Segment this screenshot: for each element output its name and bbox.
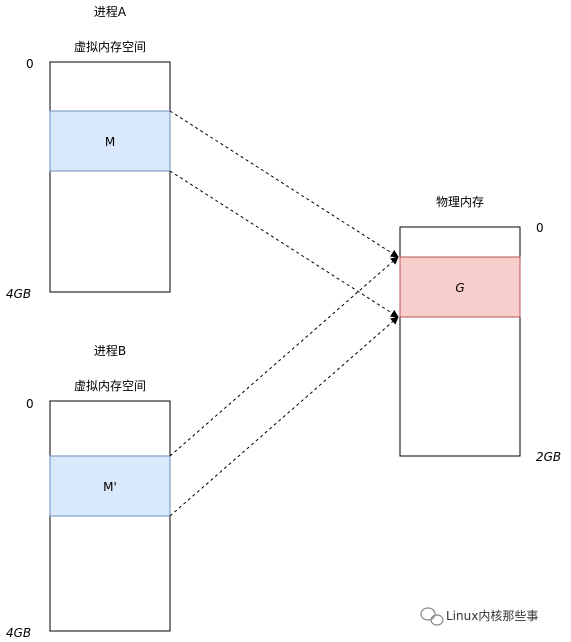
arrow-m-top-to-g-top [169, 110, 399, 258]
arrow-m-bottom-to-g-bottom [169, 170, 399, 318]
watermark-text: Linux内核那些事 [446, 609, 538, 623]
process-b-start-label: 0 [26, 397, 34, 411]
wechat-icon [420, 607, 444, 626]
physical-memory-title: 物理内存 [436, 195, 484, 209]
mapping-arrows [169, 110, 399, 517]
process-a: 进程A 虚拟内存空间 0 4GB M [6, 4, 171, 301]
process-a-end-label: 4GB [6, 287, 31, 301]
process-b-region-m-prime [49, 455, 171, 517]
process-b: 进程B 虚拟内存空间 0 4GB M' [6, 343, 171, 640]
process-a-start-label: 0 [26, 57, 34, 71]
process-b-title: 进程B [94, 343, 126, 358]
process-a-region-label: M [105, 135, 115, 149]
process-a-title: 进程A [94, 4, 127, 19]
watermark: Linux内核那些事 [420, 607, 538, 626]
physical-memory-end-label: 2GB [536, 450, 561, 464]
process-a-region-m [49, 110, 171, 172]
physical-region-g [399, 256, 521, 318]
physical-region-label: G [455, 281, 464, 295]
process-b-region-label: M' [103, 480, 117, 494]
arrow-m-prime-top-to-g-top [169, 256, 399, 457]
process-a-virtual-space-box [49, 61, 171, 293]
process-b-end-label: 4GB [6, 626, 31, 640]
process-b-space-label: 虚拟内存空间 [74, 379, 146, 393]
physical-memory-start-label: 0 [536, 221, 544, 235]
process-a-space-label: 虚拟内存空间 [74, 40, 146, 54]
arrow-m-prime-bottom-to-g-bottom [169, 316, 399, 517]
physical-memory: 物理内存 0 2GB G [399, 195, 561, 464]
